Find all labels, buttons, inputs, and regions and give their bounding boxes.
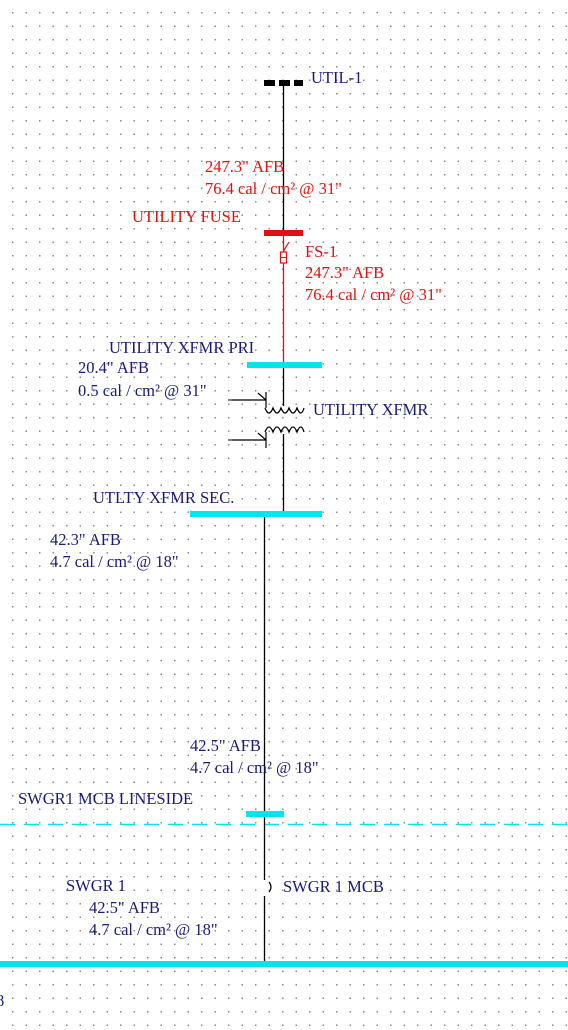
transformer-tap-lower-icon: [228, 432, 267, 448]
swgr1-main-bus[interactable]: [0, 961, 568, 967]
utility-source-name: UTIL-1: [311, 68, 362, 87]
xfmr-name: UTILITY XFMR: [313, 400, 428, 419]
utility-afb: 247.3" AFB: [205, 157, 284, 176]
swgr1-lineside-bus-name: SWGR1 MCB LINESIDE: [18, 789, 193, 808]
utility-xfmr-pri-bus[interactable]: [247, 362, 322, 368]
fuse-energy: 76.4 cal / cm² @ 31": [305, 285, 442, 304]
swgr1-lineside-energy: 4.7 cal / cm² @ 18": [190, 758, 319, 777]
utility-source-symbol[interactable]: [264, 80, 303, 86]
utility-energy: 76.4 cal / cm² @ 31": [205, 179, 342, 198]
xfmr-sec-energy: 4.7 cal / cm² @ 18": [50, 552, 179, 571]
swgr1-energy: 4.7 cal / cm² @ 18": [89, 920, 218, 939]
fuse-fs1-icon[interactable]: [279, 241, 290, 264]
swgr1-afb: 42.5" AFB: [89, 898, 160, 917]
utlty-xfmr-sec-bus[interactable]: [190, 511, 322, 517]
xfmr-pri-bus-name: UTILITY XFMR PRI: [109, 338, 254, 357]
utility-fuse-bus-name: UTILITY FUSE: [132, 207, 241, 226]
fuse-device-name: FS-1: [305, 242, 337, 261]
xfmr-pri-energy: 0.5 cal / cm² @ 31": [78, 381, 207, 400]
xfmr-pri-afb: 20.4" AFB: [78, 358, 149, 377]
xfmr-sec-bus-name: UTLTY XFMR SEC.: [93, 488, 234, 507]
edge-label: 8: [0, 991, 4, 1010]
utility-fuse-bus[interactable]: [264, 230, 303, 236]
fuse-afb: 247.3" AFB: [305, 263, 384, 282]
transformer-icon[interactable]: [264, 406, 305, 434]
xfmr-sec-afb: 42.3" AFB: [50, 530, 121, 549]
swgr1-lineside-afb: 42.5" AFB: [190, 736, 261, 755]
swgr1-mcb-name: SWGR 1 MCB: [283, 877, 384, 896]
transformer-tap-upper-icon: [228, 392, 267, 408]
breaker-swgr1-mcb-icon[interactable]: [268, 881, 272, 893]
swgr1-mcb-lineside-bus[interactable]: [246, 811, 284, 817]
swgr1-bus-name: SWGR 1: [66, 876, 126, 895]
